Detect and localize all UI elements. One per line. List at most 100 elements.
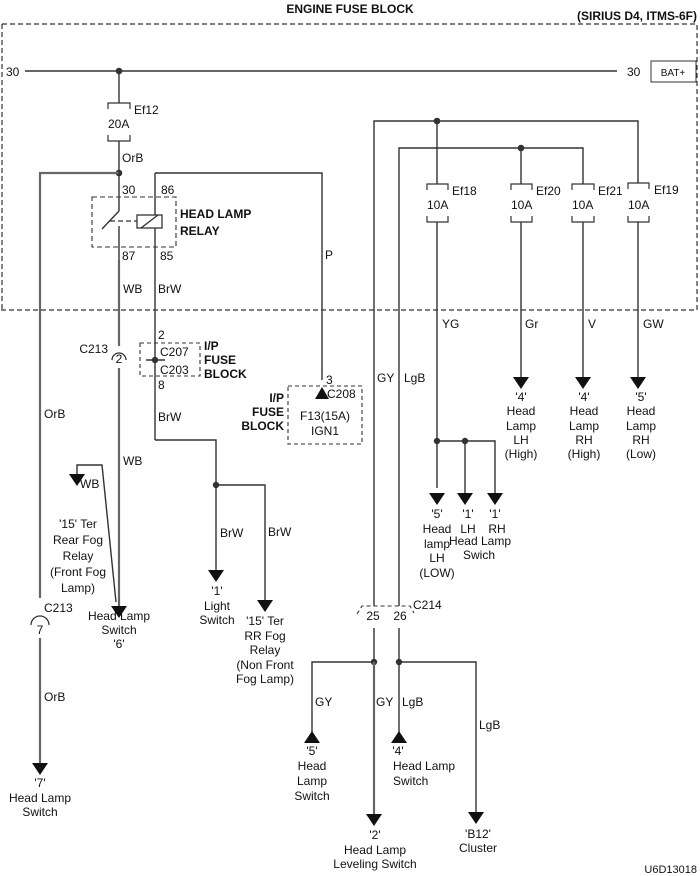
svg-text:'4': '4' — [515, 390, 526, 404]
connector-c208-name: C208 — [327, 387, 356, 401]
wire-color-gy-center: GY — [376, 695, 393, 709]
relay-label-line2: RELAY — [180, 224, 220, 238]
svg-text:Head Lamp: Head Lamp — [88, 609, 150, 623]
connector-c203-name: C203 — [160, 363, 189, 377]
svg-text:Switch: Switch — [393, 774, 428, 788]
svg-text:'6': '6' — [113, 637, 124, 651]
svg-text:Switch: Switch — [101, 623, 136, 637]
svg-text:Switch: Switch — [199, 613, 234, 627]
svg-text:RH: RH — [575, 433, 592, 447]
engine-fuse-block-boundary — [0, 23, 698, 311]
connector-c207-pin: 2 — [158, 328, 165, 342]
diagram-title: ENGINE FUSE BLOCK — [286, 2, 414, 16]
svg-text:'5': '5' — [635, 390, 646, 404]
fuse-ef20-name: Ef20 — [536, 184, 561, 198]
svg-text:'5': '5' — [306, 744, 317, 758]
svg-text:'1': '1' — [489, 507, 500, 521]
fuse-ef12-name: Ef12 — [134, 103, 159, 117]
arrow-down-icon — [487, 493, 503, 505]
dest-head-lamp-leveling-switch: '2' Head Lamp Leveling Switch — [333, 828, 416, 871]
fuse-ef19-rating: 10A — [628, 198, 649, 212]
junction-dot — [151, 356, 159, 364]
fuse-ef19-name: Ef19 — [654, 183, 679, 197]
wire — [437, 440, 496, 493]
connector-c213-bottom-symbol — [30, 615, 50, 626]
fuse-ef20-rating: 10A — [511, 198, 532, 212]
arrow-down-icon — [69, 474, 85, 486]
wire-brw-rrfog — [216, 484, 266, 600]
svg-text:Head Lamp: Head Lamp — [9, 791, 71, 805]
svg-text:Switch: Switch — [22, 805, 57, 819]
connector-c213-top-pin: 2 — [116, 352, 123, 366]
bat-plus-label: BAT+ — [661, 68, 686, 79]
arrow-up-icon — [304, 731, 320, 743]
wire-color-lgb-center: LgB — [402, 695, 423, 709]
wire-color-wb-mid: WB — [123, 454, 142, 468]
svg-text:RR Fog: RR Fog — [244, 629, 285, 643]
wire-lgb-feed — [398, 147, 584, 606]
svg-text:'15' Ter: '15' Ter — [246, 614, 284, 628]
wire-color-orb-bottom: OrB — [44, 690, 65, 704]
bus-label-right: 30 — [627, 65, 641, 79]
fuse-ef21-name: Ef21 — [598, 184, 623, 198]
svg-text:Lamp): Lamp) — [61, 581, 95, 595]
wire-color-brw-mid: BrW — [158, 410, 182, 424]
wire-gy-left — [311, 661, 374, 743]
svg-text:Switch: Switch — [294, 789, 329, 803]
svg-text:Head: Head — [298, 759, 327, 773]
wire-color-gw: GW — [643, 317, 664, 331]
svg-text:Leveling Switch: Leveling Switch — [333, 857, 416, 871]
dest-rr-fog-relay: '15' Ter RR Fog Relay (Non Front Fog Lam… — [236, 614, 294, 686]
dest-head-lamp-switch-4: '4' Head Lamp Switch — [392, 744, 455, 788]
relay-pin-87: 87 — [122, 249, 136, 263]
wire-color-v: V — [588, 317, 596, 331]
arrow-up-icon — [391, 731, 407, 743]
ip-fuse-block-2-line3: BLOCK — [241, 419, 284, 433]
dest-light-switch: '1' Light Switch — [199, 584, 234, 627]
dest-head-lamp-lh-low: '5' Head lamp LH (LOW) — [419, 507, 454, 580]
ip-fuse-block-1-line2: FUSE — [204, 353, 236, 367]
wire-gy-feed — [373, 120, 639, 606]
wire-color-lgb-right: LgB — [479, 718, 500, 732]
arrow-down-icon — [257, 600, 273, 612]
wire-color-gr: Gr — [525, 317, 538, 331]
ip-fuse-block-2-line1: I/P — [269, 391, 284, 405]
connector-c214-pin-left: 25 — [366, 609, 380, 623]
dest-head-lamp-lh-high: '4' Head Lamp LH (High) — [505, 390, 538, 461]
svg-text:Head Lamp: Head Lamp — [344, 843, 406, 857]
svg-text:'B12': 'B12' — [465, 827, 491, 841]
svg-text:Cluster: Cluster — [459, 841, 497, 855]
wire-color-brw-rrfog: BrW — [268, 525, 292, 539]
svg-text:LH: LH — [513, 433, 528, 447]
wire-color-p: P — [325, 248, 333, 262]
svg-text:Head: Head — [423, 522, 452, 536]
connector-c207-name: C207 — [160, 345, 189, 359]
connector-c213-top-name: C213 — [79, 342, 108, 356]
model-label: (SIRIUS D4, ITMS-6F) — [577, 9, 697, 23]
wire-color-gy-left: GY — [315, 695, 332, 709]
figure-id: U6D13018 — [644, 864, 697, 876]
relay-pin-85: 85 — [160, 249, 174, 263]
relay-pin-86: 86 — [161, 183, 175, 197]
relay-coil-diagonal — [140, 214, 159, 229]
svg-text:LH: LH — [460, 522, 475, 536]
svg-text:Lamp: Lamp — [506, 419, 536, 433]
dest-head-lamp-rh-low: '5' Head Lamp RH (Low) — [626, 390, 656, 461]
svg-text:Relay: Relay — [63, 549, 94, 563]
svg-text:(High): (High) — [505, 447, 538, 461]
wire-color-orb-left: OrB — [44, 407, 65, 421]
svg-text:'1': '1' — [211, 584, 222, 598]
svg-text:'5': '5' — [431, 507, 442, 521]
svg-text:LH: LH — [429, 551, 444, 565]
fuse-ef18-rating: 10A — [427, 198, 448, 212]
ip-fuse-block-2-box — [287, 385, 363, 445]
svg-text:Head: Head — [570, 404, 599, 418]
svg-text:Lamp: Lamp — [626, 419, 656, 433]
connector-c213-top-symbol — [111, 352, 127, 361]
wire-wb-fog — [76, 464, 117, 603]
svg-text:(Front Fog: (Front Fog — [50, 565, 106, 579]
svg-text:'4': '4' — [578, 390, 589, 404]
svg-text:RH: RH — [488, 522, 505, 536]
wire-color-brw-relay: BrW — [158, 282, 182, 296]
